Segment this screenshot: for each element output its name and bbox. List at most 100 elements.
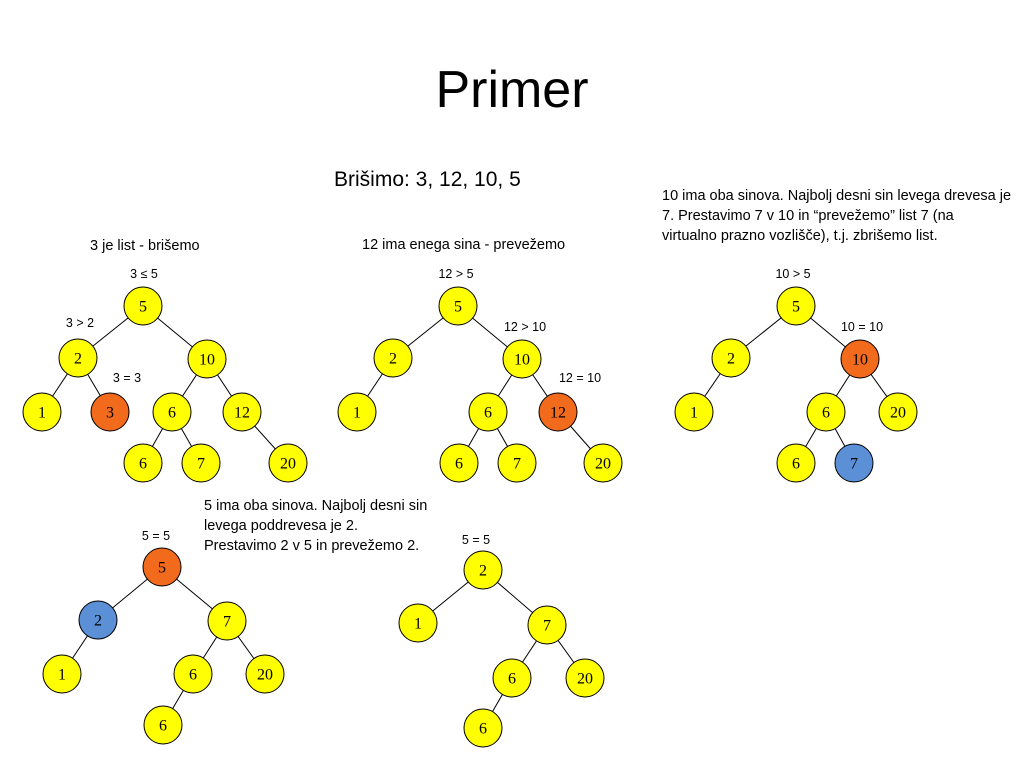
tree1-label: 3 je list - brišemo <box>90 238 200 254</box>
tree3-node-c: 10 <box>840 339 880 379</box>
tree5-node-f: 6 <box>492 658 532 698</box>
tree1-node-circle <box>187 339 227 379</box>
tree3-node-label: 6 <box>822 405 830 422</box>
tree1-node-circle <box>222 392 262 432</box>
note-bottom: 5 ima oba sinova. Najbolj desni sin leve… <box>204 498 428 554</box>
tree5-comparison: 5 = 5 <box>462 533 490 547</box>
tree4-node-circle <box>42 654 82 694</box>
tree5-node-circle <box>463 708 503 748</box>
tree1-node-c: 10 <box>187 339 227 379</box>
tree2-node-j: 20 <box>583 443 623 483</box>
tree4-node-label: 6 <box>159 718 167 735</box>
tree2-node-label: 5 <box>454 299 462 316</box>
tree1-node-f: 6 <box>152 392 192 432</box>
tree5-node-b: 1 <box>398 603 438 643</box>
tree2-node-label: 6 <box>484 405 492 422</box>
tree1-node-label: 20 <box>280 456 296 473</box>
tree2-node-c: 10 <box>502 339 542 379</box>
tree2-node-label: 1 <box>353 405 361 422</box>
tree1-node-b: 2 <box>58 338 98 378</box>
tree4-node-circle <box>207 601 247 641</box>
tree4-node-label: 20 <box>257 667 273 684</box>
tree1-node-j: 20 <box>268 443 308 483</box>
tree1-node-circle <box>152 392 192 432</box>
tree2-node-b: 2 <box>373 338 413 378</box>
tree1-node-d: 1 <box>22 392 62 432</box>
tree2-node-circle <box>468 392 508 432</box>
tree3-node-circle <box>711 338 751 378</box>
tree3-node-label: 1 <box>690 405 698 422</box>
tree1-node-i: 7 <box>181 443 221 483</box>
tree3-node-label: 2 <box>727 351 735 368</box>
tree3-node-circle <box>776 443 816 483</box>
tree1-comparison: 3 = 3 <box>113 371 141 385</box>
tree3-node-a: 5 <box>776 286 816 326</box>
tree1-node-circle <box>58 338 98 378</box>
tree5-node-a: 2 <box>463 550 503 590</box>
tree5-node-circle <box>565 658 605 698</box>
tree1-node-g: 12 <box>222 392 262 432</box>
tree4-comparison: 5 = 5 <box>142 529 170 543</box>
tree2-label: 12 ima enega sina - prevežemo <box>362 237 566 253</box>
tree2-comparison: 12 > 5 <box>438 267 473 281</box>
tree5-node-circle <box>398 603 438 643</box>
tree1-node-label: 5 <box>139 299 147 316</box>
tree3-node-circle <box>674 392 714 432</box>
tree1-node-label: 6 <box>168 405 176 422</box>
tree3-node-g: 20 <box>878 392 918 432</box>
tree5-node-label: 2 <box>479 563 487 580</box>
tree1-comparison: 3 > 2 <box>66 316 94 330</box>
tree4-node-label: 2 <box>94 613 102 630</box>
tree3-node-circle <box>806 392 846 432</box>
tree2-node-h: 6 <box>439 443 479 483</box>
tree2-node-circle <box>538 392 578 432</box>
tree2-comparison: 12 = 10 <box>559 371 601 385</box>
tree3-node-h: 6 <box>776 443 816 483</box>
slide-title: Primer <box>435 61 589 119</box>
tree1-node-label: 12 <box>234 405 250 422</box>
tree4-node-h: 6 <box>143 705 183 745</box>
tree4-node-label: 1 <box>58 667 66 684</box>
tree3-node-label: 10 <box>852 352 868 369</box>
tree5-node-circle <box>527 605 567 645</box>
tree1-node-a: 5 <box>123 286 163 326</box>
tree2-node-circle <box>502 339 542 379</box>
tree1-node-h: 6 <box>123 443 163 483</box>
tree4-node-b: 2 <box>78 600 118 640</box>
tree5-node-h: 6 <box>463 708 503 748</box>
tree3-comparison: 10 = 10 <box>841 320 883 334</box>
tree1-node-label: 1 <box>38 405 46 422</box>
tree3-node-label: 20 <box>890 405 906 422</box>
tree5-node-g: 20 <box>565 658 605 698</box>
tree3-node-label: 6 <box>792 456 800 473</box>
tree3-node-circle <box>840 339 880 379</box>
tree5-node-label: 6 <box>508 671 516 688</box>
tree2-node-label: 20 <box>595 456 611 473</box>
tree2-node-f: 6 <box>468 392 508 432</box>
tree3-node-circle <box>878 392 918 432</box>
tree4-node-g: 20 <box>245 654 285 694</box>
tree5-node-label: 6 <box>479 721 487 738</box>
tree4-node-d: 1 <box>42 654 82 694</box>
tree1-node-circle <box>268 443 308 483</box>
tree4-node-f: 6 <box>173 654 213 694</box>
tree4-node-circle <box>142 547 182 587</box>
tree3-node-i: 7 <box>834 443 874 483</box>
tree4-node-c: 7 <box>207 601 247 641</box>
tree5-node-label: 1 <box>414 616 422 633</box>
tree3-node-label: 5 <box>792 299 800 316</box>
tree5-node-label: 20 <box>577 671 593 688</box>
tree3-comparison: 10 > 5 <box>775 267 810 281</box>
tree1-node-circle <box>181 443 221 483</box>
tree1-node-label: 3 <box>106 405 114 422</box>
tree2-comparison: 12 > 10 <box>504 320 546 334</box>
tree1-node-circle <box>123 286 163 326</box>
tree2-node-label: 7 <box>513 456 521 473</box>
note-top-right: 10 ima oba sinova. Najbolj desni sin lev… <box>662 188 1012 244</box>
tree2-node-label: 2 <box>389 351 397 368</box>
